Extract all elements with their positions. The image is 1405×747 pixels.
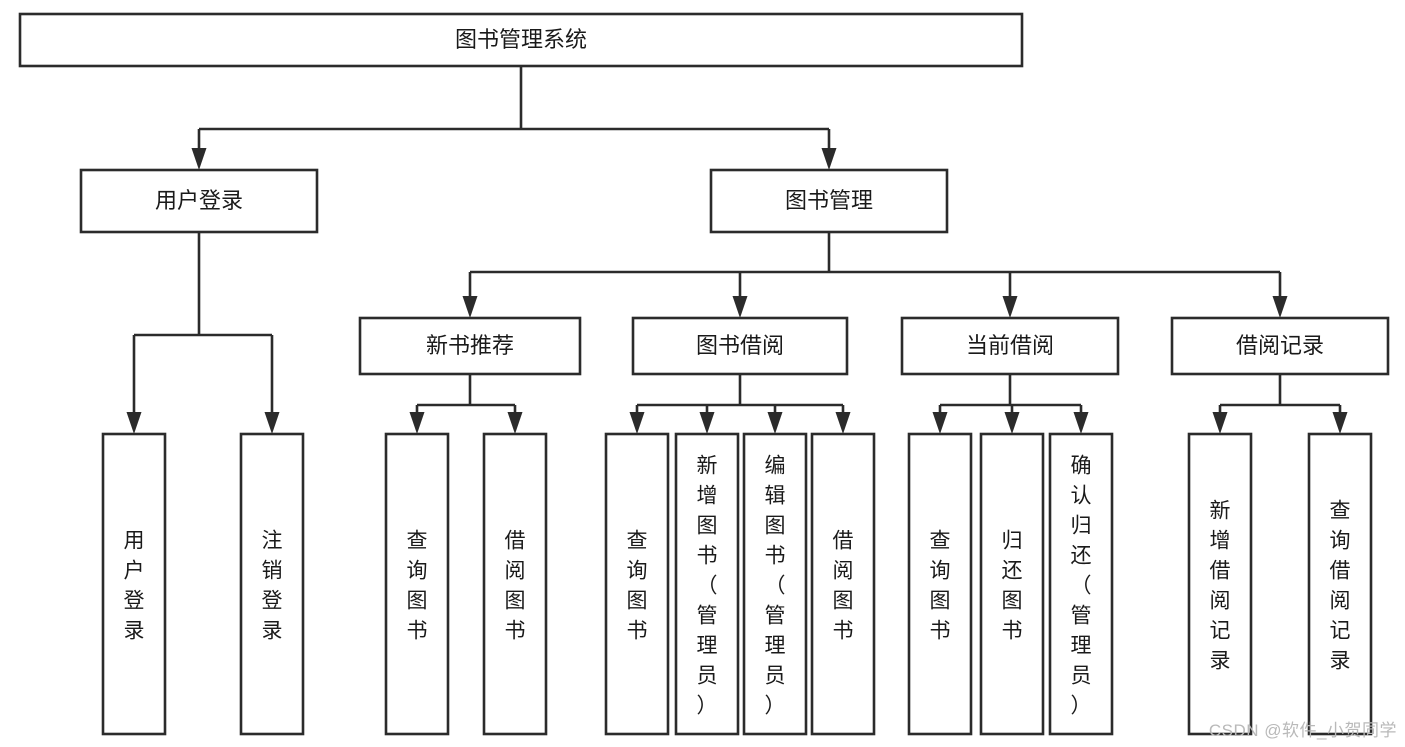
arrow-head-icon	[1004, 412, 1020, 434]
arrow-head-icon	[191, 148, 207, 170]
arrow-head-icon	[629, 412, 645, 434]
node-leaf-query-book-1[interactable]: 查询图书	[384, 432, 450, 736]
node-leaf-edit-book[interactable]: 编辑图书（管理员）	[742, 432, 808, 736]
node-label-borrow-record: 借阅记录	[1236, 333, 1324, 358]
node-box-leaf-confirm-return	[1048, 432, 1114, 736]
node-label-leaf-logout: 注销登录	[262, 529, 283, 642]
node-label-current-borrow: 当前借阅	[966, 333, 1054, 358]
node-label-new-book-rec: 新书推荐	[426, 333, 514, 358]
arrow-head-icon	[462, 296, 478, 318]
node-leaf-return-book[interactable]: 归还图书	[979, 432, 1045, 736]
node-label-user-login: 用户登录	[155, 188, 243, 213]
node-box-leaf-query-book-2	[604, 432, 670, 736]
arrow-head-icon	[835, 412, 851, 434]
node-label-leaf-borrow-book-1: 借阅图书	[505, 529, 526, 642]
node-label-book-manage: 图书管理	[785, 188, 873, 213]
node-label-leaf-query-book-2: 查询图书	[627, 529, 648, 642]
node-box-leaf-logout	[239, 432, 305, 736]
node-leaf-query-book-3[interactable]: 查询图书	[907, 432, 973, 736]
node-label-leaf-query-record: 查询借阅记录	[1330, 499, 1351, 672]
arrow-head-icon	[126, 412, 142, 434]
edge-group-book-borrow	[629, 374, 851, 434]
node-box-leaf-user-login	[101, 432, 167, 736]
node-borrow-record[interactable]: 借阅记录	[1170, 316, 1390, 376]
node-label-leaf-return-book: 归还图书	[1002, 529, 1023, 642]
node-leaf-confirm-return[interactable]: 确认归还（管理员）	[1048, 432, 1114, 736]
arrow-head-icon	[264, 412, 280, 434]
node-box-user-login	[79, 168, 319, 234]
node-label-leaf-edit-book: 编辑图书（管理员）	[765, 454, 786, 717]
node-label-leaf-query-book-3: 查询图书	[930, 529, 951, 642]
node-label-leaf-confirm-return: 确认归还（管理员）	[1071, 454, 1092, 717]
nodes-layer: 图书管理系统用户登录图书管理新书推荐图书借阅当前借阅借阅记录用户登录注销登录查询…	[18, 12, 1390, 736]
node-leaf-borrow-book-2[interactable]: 借阅图书	[810, 432, 876, 736]
node-box-leaf-return-book	[979, 432, 1045, 736]
node-leaf-query-book-2[interactable]: 查询图书	[604, 432, 670, 736]
node-leaf-borrow-book-1[interactable]: 借阅图书	[482, 432, 548, 736]
arrow-head-icon	[409, 412, 425, 434]
node-root[interactable]: 图书管理系统	[18, 12, 1024, 68]
node-leaf-add-record[interactable]: 新增借阅记录	[1187, 432, 1253, 736]
node-leaf-user-login[interactable]: 用户登录	[101, 432, 167, 736]
edge-group-book-manage	[462, 232, 1288, 318]
node-label-book-borrow: 图书借阅	[696, 333, 784, 358]
arrow-head-icon	[1212, 412, 1228, 434]
node-label-leaf-user-login: 用户登录	[124, 529, 145, 642]
arrow-head-icon	[699, 412, 715, 434]
arrow-head-icon	[1332, 412, 1348, 434]
node-label-leaf-query-book-1: 查询图书	[407, 529, 428, 642]
node-box-leaf-borrow-book-1	[482, 432, 548, 736]
node-box-root	[18, 12, 1024, 68]
node-box-borrow-record	[1170, 316, 1390, 376]
node-label-leaf-add-book: 新增图书（管理员）	[697, 454, 718, 717]
node-box-book-borrow	[631, 316, 849, 376]
node-box-leaf-add-book	[674, 432, 740, 736]
node-leaf-query-record[interactable]: 查询借阅记录	[1307, 432, 1373, 736]
node-book-manage[interactable]: 图书管理	[709, 168, 949, 234]
node-label-root: 图书管理系统	[455, 27, 587, 52]
node-user-login[interactable]: 用户登录	[79, 168, 319, 234]
watermark-text: CSDN @软件_小贺同学	[1208, 721, 1397, 740]
edge-group-user-login	[126, 232, 280, 434]
node-box-leaf-query-book-1	[384, 432, 450, 736]
node-current-borrow[interactable]: 当前借阅	[900, 316, 1120, 376]
edge-group-new-book-rec	[409, 374, 523, 434]
arrow-head-icon	[1002, 296, 1018, 318]
node-box-leaf-edit-book	[742, 432, 808, 736]
node-leaf-add-book[interactable]: 新增图书（管理员）	[674, 432, 740, 736]
node-box-leaf-query-book-3	[907, 432, 973, 736]
node-box-current-borrow	[900, 316, 1120, 376]
node-box-new-book-rec	[358, 316, 582, 376]
edge-group-current-borrow	[932, 374, 1089, 434]
arrow-head-icon	[821, 148, 837, 170]
arrow-head-icon	[1073, 412, 1089, 434]
node-box-book-manage	[709, 168, 949, 234]
node-label-leaf-borrow-book-2: 借阅图书	[833, 529, 854, 642]
arrow-head-icon	[767, 412, 783, 434]
node-book-borrow[interactable]: 图书借阅	[631, 316, 849, 376]
edge-group-borrow-record	[1212, 374, 1348, 434]
node-box-leaf-query-record	[1307, 432, 1373, 736]
arrow-head-icon	[932, 412, 948, 434]
node-leaf-logout[interactable]: 注销登录	[239, 432, 305, 736]
edge-group-root	[191, 66, 837, 170]
arrow-head-icon	[1272, 296, 1288, 318]
node-label-leaf-add-record: 新增借阅记录	[1210, 499, 1231, 672]
arrow-head-icon	[732, 296, 748, 318]
node-box-leaf-add-record	[1187, 432, 1253, 736]
node-new-book-rec[interactable]: 新书推荐	[358, 316, 582, 376]
arrow-head-icon	[507, 412, 523, 434]
node-box-leaf-borrow-book-2	[810, 432, 876, 736]
edges-layer	[126, 66, 1348, 434]
